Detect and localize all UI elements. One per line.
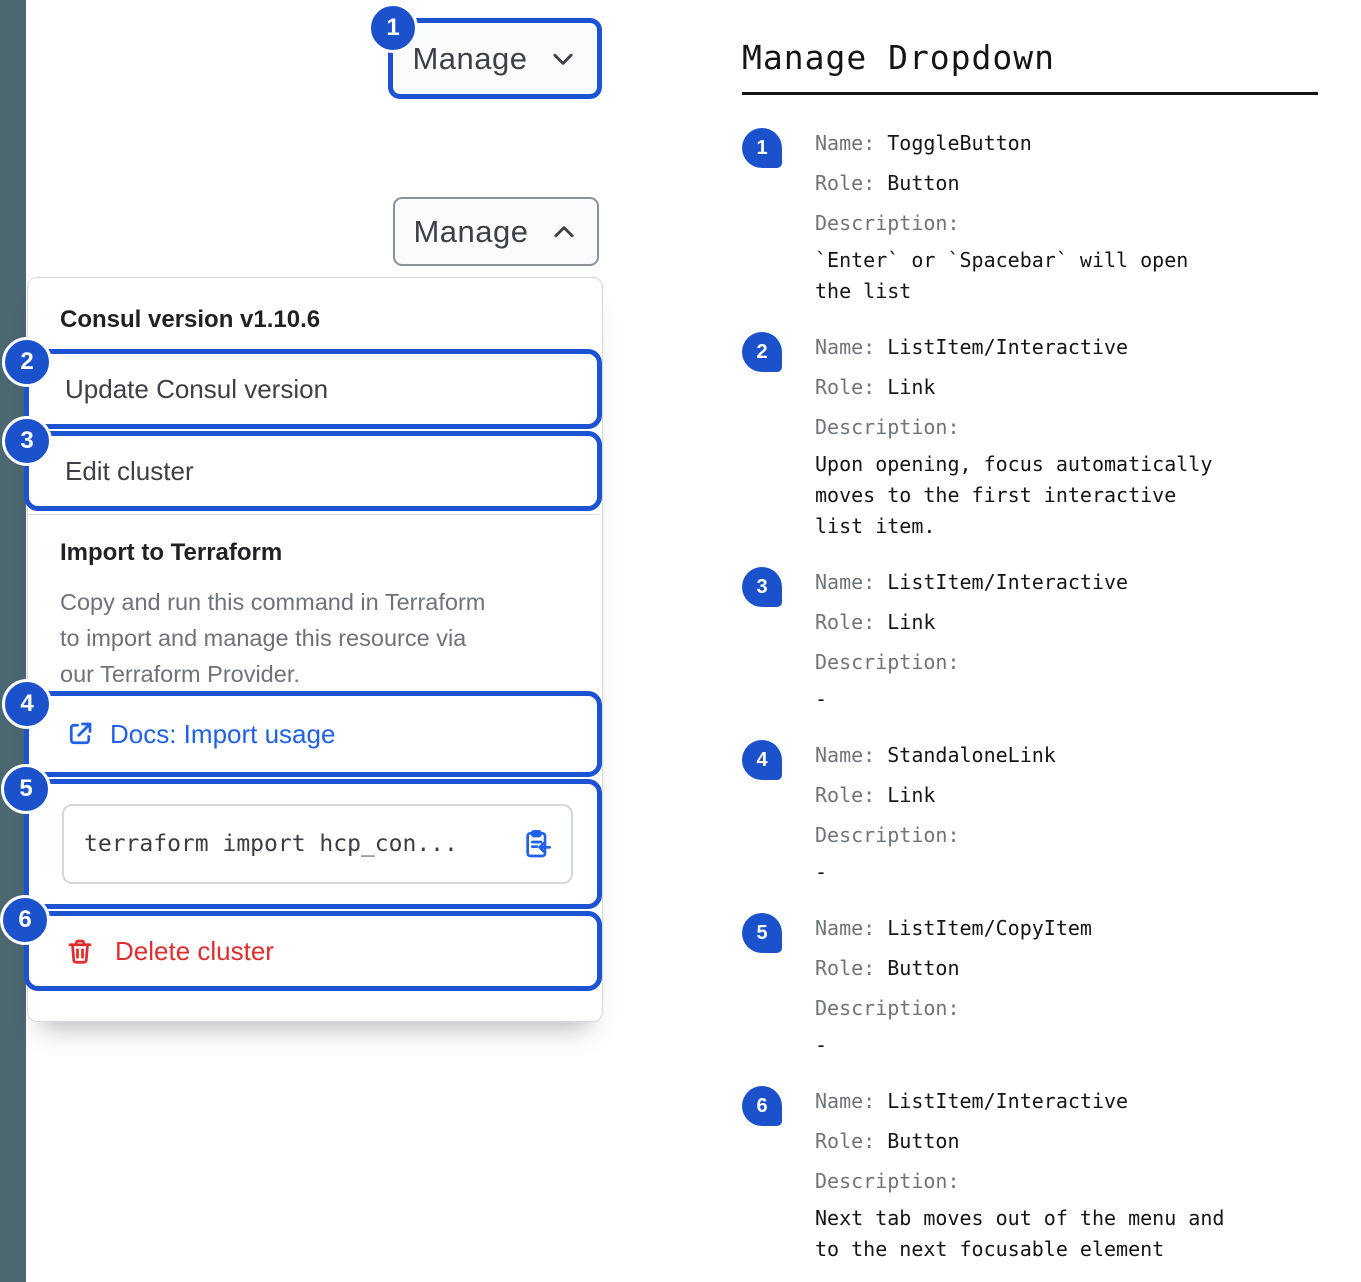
- name-label: Name:: [815, 743, 876, 767]
- annotation-box-edit: Edit cluster: [24, 431, 602, 511]
- manage-toggle-button-collapsed[interactable]: Manage: [388, 18, 602, 99]
- annotation-badge-2: 2: [2, 337, 52, 387]
- name-value: ToggleButton: [887, 131, 1032, 155]
- legend-badge-3: 3: [742, 567, 782, 607]
- legend-badge-1: 1: [742, 128, 782, 168]
- name-value: ListItem/Interactive: [887, 335, 1129, 359]
- annotation-badge-4: 4: [2, 679, 52, 729]
- legend-item-4: 4 Name: StandaloneLink Role: Link Descri…: [742, 735, 1338, 888]
- legend-item-3: 3 Name: ListItem/Interactive Role: Link …: [742, 562, 1338, 715]
- menu-item-delete-cluster[interactable]: Delete cluster: [29, 936, 274, 967]
- role-value: Button: [887, 171, 960, 195]
- name-label: Name:: [815, 570, 876, 594]
- role-label: Role:: [815, 375, 876, 399]
- name-label: Name:: [815, 335, 876, 359]
- legend-badge-6: 6: [742, 1086, 782, 1126]
- name-value: StandaloneLink: [887, 743, 1056, 767]
- terraform-import-code-block[interactable]: terraform import hcp_con...: [62, 804, 573, 884]
- annotation-box-delete: Delete cluster: [24, 911, 602, 991]
- description-value: `Enter` or `Spacebar` will open the list: [815, 248, 1189, 303]
- annotation-box-docs-link: Docs: Import usage: [24, 691, 602, 777]
- role-label: Role:: [815, 956, 876, 980]
- legend-panel: Manage Dropdown 1 Name: ToggleButton Rol…: [742, 38, 1338, 1282]
- role-label: Role:: [815, 1129, 876, 1153]
- manage-toggle-button-expanded[interactable]: Manage: [393, 197, 599, 266]
- trash-icon: [65, 936, 95, 966]
- role-value: Link: [887, 610, 936, 634]
- external-link-icon: [65, 719, 95, 749]
- menu-item-edit-cluster[interactable]: Edit cluster: [65, 455, 194, 486]
- name-label: Name:: [815, 131, 876, 155]
- role-label: Role:: [815, 610, 876, 634]
- annotation-box-update: Update Consul version: [24, 349, 602, 429]
- manage-dropdown-menu: [27, 277, 603, 1022]
- description-value: Next tab moves out of the menu and to th…: [815, 1206, 1225, 1261]
- chevron-up-icon: [549, 217, 579, 247]
- description-value: -: [815, 687, 828, 711]
- menu-item-update-consul-version[interactable]: Update Consul version: [65, 373, 329, 404]
- description-label: Description:: [815, 823, 960, 847]
- delete-cluster-label: Delete cluster: [115, 935, 274, 966]
- annotation-badge-3: 3: [2, 416, 52, 466]
- left-sidebar-strip: [0, 0, 26, 1282]
- legend-badge-5: 5: [742, 913, 782, 953]
- role-value: Link: [887, 375, 936, 399]
- docs-import-usage-link[interactable]: Docs: Import usage: [29, 719, 335, 750]
- name-value: ListItem/CopyItem: [887, 916, 1092, 940]
- role-value: Button: [887, 956, 960, 980]
- import-section-title: Import to Terraform: [60, 539, 283, 566]
- legend-item-1: 1 Name: ToggleButton Role: Button Descri…: [742, 123, 1338, 307]
- role-label: Role:: [815, 171, 876, 195]
- annotation-badge-1: 1: [368, 3, 418, 53]
- clipboard-copy-icon[interactable]: [521, 828, 553, 860]
- legend-item-2: 2 Name: ListItem/Interactive Role: Link …: [742, 327, 1338, 542]
- consul-version-header: Consul version v1.10.6: [60, 306, 321, 333]
- role-value: Link: [887, 783, 936, 807]
- name-label: Name:: [815, 916, 876, 940]
- legend-divider: [742, 92, 1318, 95]
- role-label: Role:: [815, 783, 876, 807]
- description-value: Upon opening, focus automatically moves …: [815, 452, 1213, 538]
- manage-button-label: Manage: [413, 213, 529, 249]
- menu-divider: [28, 514, 599, 515]
- description-label: Description:: [815, 1169, 960, 1193]
- description-value: -: [815, 1033, 828, 1057]
- chevron-down-icon: [548, 44, 578, 74]
- legend-badge-2: 2: [742, 332, 782, 372]
- description-value: -: [815, 860, 828, 884]
- name-value: ListItem/Interactive: [887, 570, 1129, 594]
- annotation-badge-5: 5: [1, 764, 51, 814]
- description-label: Description:: [815, 650, 960, 674]
- annotation-badge-6: 6: [0, 895, 50, 945]
- legend-item-5: 5 Name: ListItem/CopyItem Role: Button D…: [742, 908, 1338, 1061]
- legend-badge-4: 4: [742, 740, 782, 780]
- legend-item-6: 6 Name: ListItem/Interactive Role: Butto…: [742, 1081, 1338, 1265]
- name-label: Name:: [815, 1089, 876, 1113]
- legend-title: Manage Dropdown: [742, 38, 1056, 77]
- annotation-box-copy-item: terraform import hcp_con...: [24, 779, 602, 909]
- role-value: Button: [887, 1129, 960, 1153]
- docs-link-label: Docs: Import usage: [110, 718, 336, 749]
- description-label: Description:: [815, 415, 960, 439]
- code-snippet-text: terraform import hcp_con...: [84, 831, 458, 857]
- description-label: Description:: [815, 211, 960, 235]
- description-label: Description:: [815, 996, 960, 1020]
- import-section-description: Copy and run this command in Terraform t…: [60, 589, 486, 687]
- name-value: ListItem/Interactive: [887, 1089, 1129, 1113]
- manage-button-label: Manage: [412, 40, 528, 76]
